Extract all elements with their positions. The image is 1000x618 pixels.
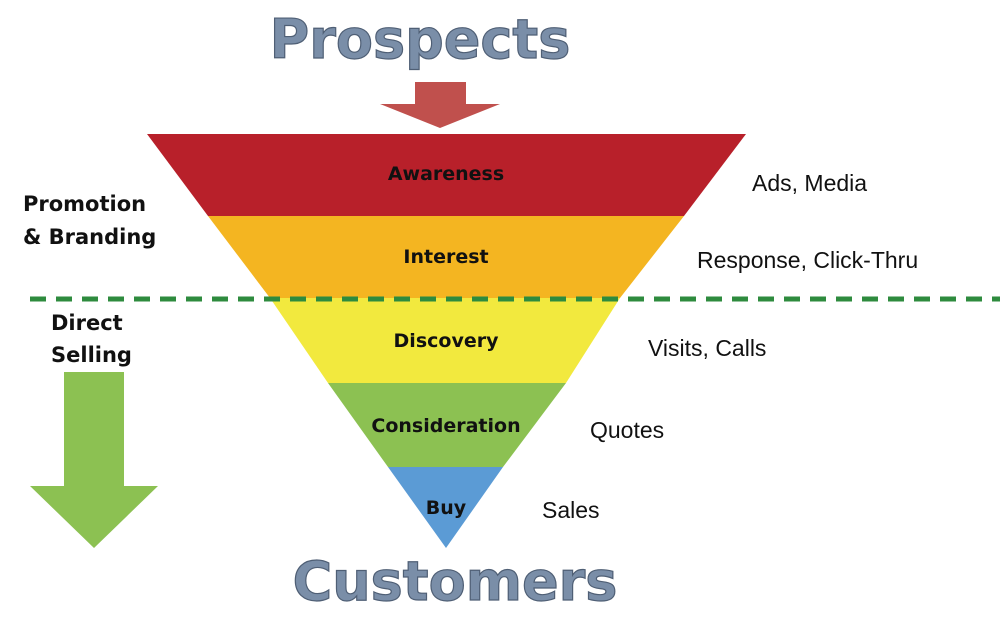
customers-title: Customers — [293, 550, 618, 613]
metric-label-interest: Response, Click-Thru — [697, 247, 918, 273]
prospects-title: Prospects — [270, 8, 571, 71]
promotion-label-line1: Promotion — [23, 192, 146, 216]
stage-label-discovery: Discovery — [394, 330, 500, 352]
metric-label-consideration: Quotes — [590, 417, 664, 443]
funnel-stage-awareness — [147, 134, 746, 216]
metric-label-awareness: Ads, Media — [752, 170, 867, 196]
direct-selling-arrow-icon — [30, 372, 158, 548]
funnel-stage-consideration — [328, 383, 566, 467]
funnel-stage-discovery — [270, 298, 620, 383]
direct-selling-label-line2: Selling — [51, 343, 132, 367]
funnel-stage-buy — [388, 467, 503, 548]
metric-label-discovery: Visits, Calls — [648, 335, 766, 361]
promotion-label-line2: & Branding — [23, 225, 156, 249]
direct-selling-label-line1: Direct — [51, 311, 123, 335]
stage-label-buy: Buy — [426, 497, 467, 519]
prospects-arrow-icon — [380, 82, 500, 128]
stage-label-consideration: Consideration — [371, 415, 520, 437]
stage-label-interest: Interest — [403, 246, 488, 268]
stage-label-awareness: Awareness — [388, 163, 504, 185]
metric-label-buy: Sales — [542, 497, 600, 523]
funnel-stage-interest — [208, 216, 684, 298]
